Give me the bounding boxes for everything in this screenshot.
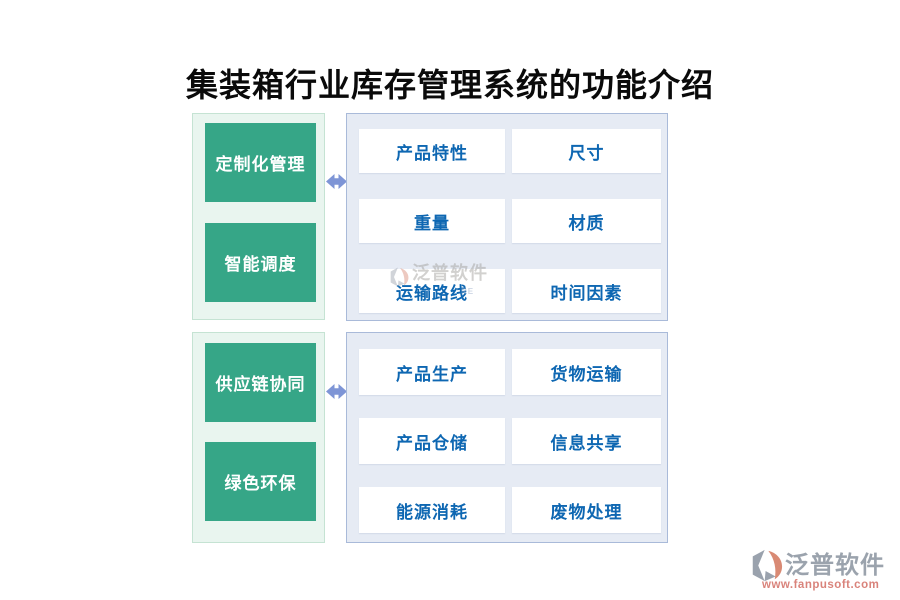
feature-box-supply-chain-collaboration: 供应链协同 [205, 343, 316, 422]
detail-box-material: 材质 [512, 199, 661, 243]
detail-box-product-characteristics: 产品特性 [359, 129, 505, 173]
detail-box-transport-route: 运输路线 [359, 269, 505, 313]
feature-box-green-environmental: 绿色环保 [205, 442, 316, 521]
left-panel-bottom: 供应链协同 绿色环保 [192, 332, 325, 543]
page-title: 集装箱行业库存管理系统的功能介绍 [185, 66, 714, 104]
fanpu-logo-row: 泛普软件 [750, 548, 898, 583]
feature-box-customized-management: 定制化管理 [205, 123, 316, 202]
detail-box-information-sharing: 信息共享 [512, 418, 661, 464]
double-arrow-icon [326, 174, 347, 189]
feature-box-intelligent-scheduling: 智能调度 [205, 223, 316, 302]
detail-box-weight: 重量 [359, 199, 505, 243]
fanpu-brand-text: 泛普软件 [785, 551, 885, 579]
detail-box-cargo-transport: 货物运输 [512, 349, 661, 395]
fanpu-logo: 泛普软件 www.fanpusoft.com [750, 548, 898, 591]
detail-box-waste-disposal: 废物处理 [512, 487, 661, 533]
detail-box-product-production: 产品生产 [359, 349, 505, 395]
fanpu-logo-icon [752, 549, 783, 582]
left-panel-top: 定制化管理 智能调度 [192, 113, 325, 320]
double-arrow-icon [326, 384, 347, 399]
right-panel-top: 产品特性 尺寸 重量 材质 运输路线 时间因素 [346, 113, 668, 321]
detail-box-time-factor: 时间因素 [512, 269, 661, 313]
fanpu-url-text: www.fanpusoft.com [762, 579, 880, 591]
detail-box-size: 尺寸 [512, 129, 661, 173]
detail-box-energy-consumption: 能源消耗 [359, 487, 505, 533]
right-panel-bottom: 产品生产 货物运输 产品仓储 信息共享 能源消耗 废物处理 [346, 332, 668, 543]
detail-box-product-warehousing: 产品仓储 [359, 418, 505, 464]
